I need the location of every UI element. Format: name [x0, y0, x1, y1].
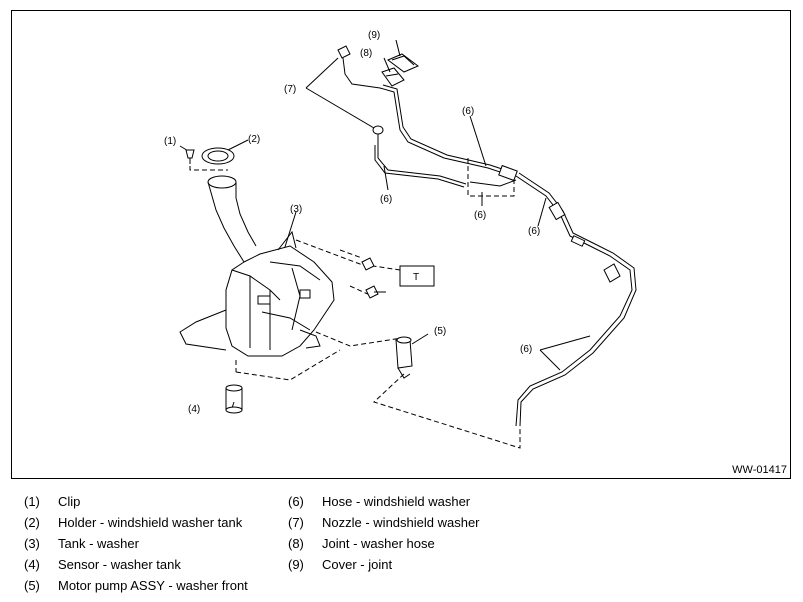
callout-6d: (6) [528, 226, 540, 237]
legend-number: (5) [24, 578, 40, 593]
legend-text: Holder - windshield washer tank [58, 515, 243, 530]
holder-cap-part [201, 147, 235, 165]
callout-3: (3) [290, 204, 302, 215]
hose-upper-cluster [374, 84, 518, 188]
callout-7: (7) [284, 84, 296, 95]
clip-part [185, 149, 195, 164]
legend-text: Tank - washer [58, 536, 139, 551]
legend-text: Joint - washer hose [322, 536, 435, 551]
callout-6a: (6) [462, 106, 474, 117]
legend-number: (4) [24, 557, 40, 572]
torque-box [399, 265, 435, 287]
legend-number: (8) [288, 536, 304, 551]
legend-text: Cover - joint [322, 557, 393, 572]
legend-text: Hose - windshield washer [322, 494, 471, 509]
callout-8: (8) [360, 48, 372, 59]
motor-pump-part [395, 336, 413, 379]
tank-part [179, 175, 335, 357]
nozzle-upper [337, 45, 381, 89]
callout-5: (5) [434, 326, 446, 337]
bolts [361, 257, 386, 299]
joint-part [381, 67, 405, 87]
callout-4: (4) [188, 404, 200, 415]
callout-t: T [413, 272, 419, 283]
figure-code: WW-01417 [732, 464, 787, 476]
legend: (1) Clip (2) Holder - windshield washer … [0, 494, 803, 602]
hose-main [515, 172, 637, 427]
legend-text: Nozzle - windshield washer [322, 515, 480, 530]
cover-joint-part [387, 53, 419, 73]
legend-number: (3) [24, 536, 40, 551]
legend-number: (6) [288, 494, 304, 509]
nozzle-lower [372, 125, 384, 142]
callout-6c: (6) [474, 210, 486, 221]
legend-number: (1) [24, 494, 40, 509]
callout-2: (2) [248, 134, 260, 145]
legend-number: (9) [288, 557, 304, 572]
legend-number: (2) [24, 515, 40, 530]
callout-6e: (6) [520, 344, 532, 355]
callout-6b: (6) [380, 194, 392, 205]
callout-9: (9) [368, 30, 380, 41]
diagram-frame [11, 10, 791, 479]
callout-1: (1) [164, 136, 176, 147]
legend-text: Clip [58, 494, 81, 509]
legend-text: Sensor - washer tank [58, 557, 181, 572]
legend-number: (7) [288, 515, 304, 530]
legend-text: Motor pump ASSY - washer front [58, 578, 248, 593]
sensor-part [225, 384, 243, 414]
